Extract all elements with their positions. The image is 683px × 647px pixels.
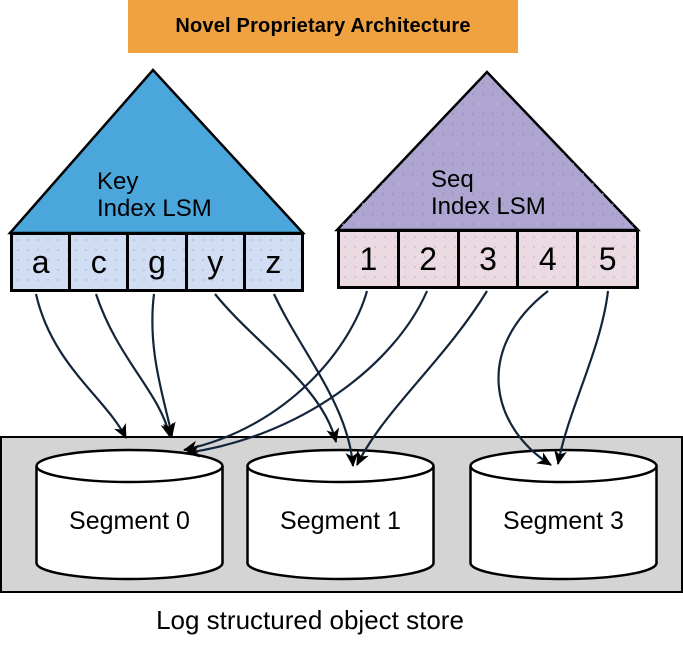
segment-0-label: Segment 0	[69, 507, 190, 535]
segment-3-label: Segment 3	[503, 507, 624, 535]
seq-cell: 1	[337, 229, 400, 289]
key-cell: z	[242, 232, 305, 292]
seq-cell: 5	[576, 229, 639, 289]
key-index-label: Key Index LSM	[97, 168, 212, 222]
seq-index-cells: 1 2 3 4 5	[337, 229, 639, 289]
seq-index-label: Seq Index LSM	[431, 166, 546, 220]
seq-index-label-line1: Seq	[431, 166, 474, 193]
diagram-title: Novel Proprietary Architecture	[128, 0, 518, 53]
connection-c-to-segment-0	[94, 293, 174, 438]
seq-cell: 3	[456, 229, 520, 289]
key-index-label-line2: Index LSM	[97, 195, 212, 222]
seq-index-label-line2: Index LSM	[431, 193, 546, 220]
connection-2-to-segment-0	[185, 290, 429, 458]
connection-a-to-segment-0	[34, 293, 127, 439]
key-cell: g	[126, 232, 188, 292]
connection-1-to-segment-0	[183, 290, 369, 454]
key-cell: a	[10, 232, 72, 292]
key-index-label-line1: Key	[97, 168, 139, 195]
key-cell: c	[68, 232, 130, 292]
seq-cell: 4	[516, 229, 580, 289]
connection-y-to-segment-1	[214, 293, 340, 443]
key-cell: y	[184, 232, 246, 292]
segment-1-label: Segment 1	[280, 507, 401, 535]
key-index-cells: a c g y z	[10, 232, 305, 292]
connection-g-to-segment-0	[151, 293, 176, 437]
seq-cell: 2	[396, 229, 460, 289]
object-store-label: Log structured object store	[156, 605, 464, 635]
